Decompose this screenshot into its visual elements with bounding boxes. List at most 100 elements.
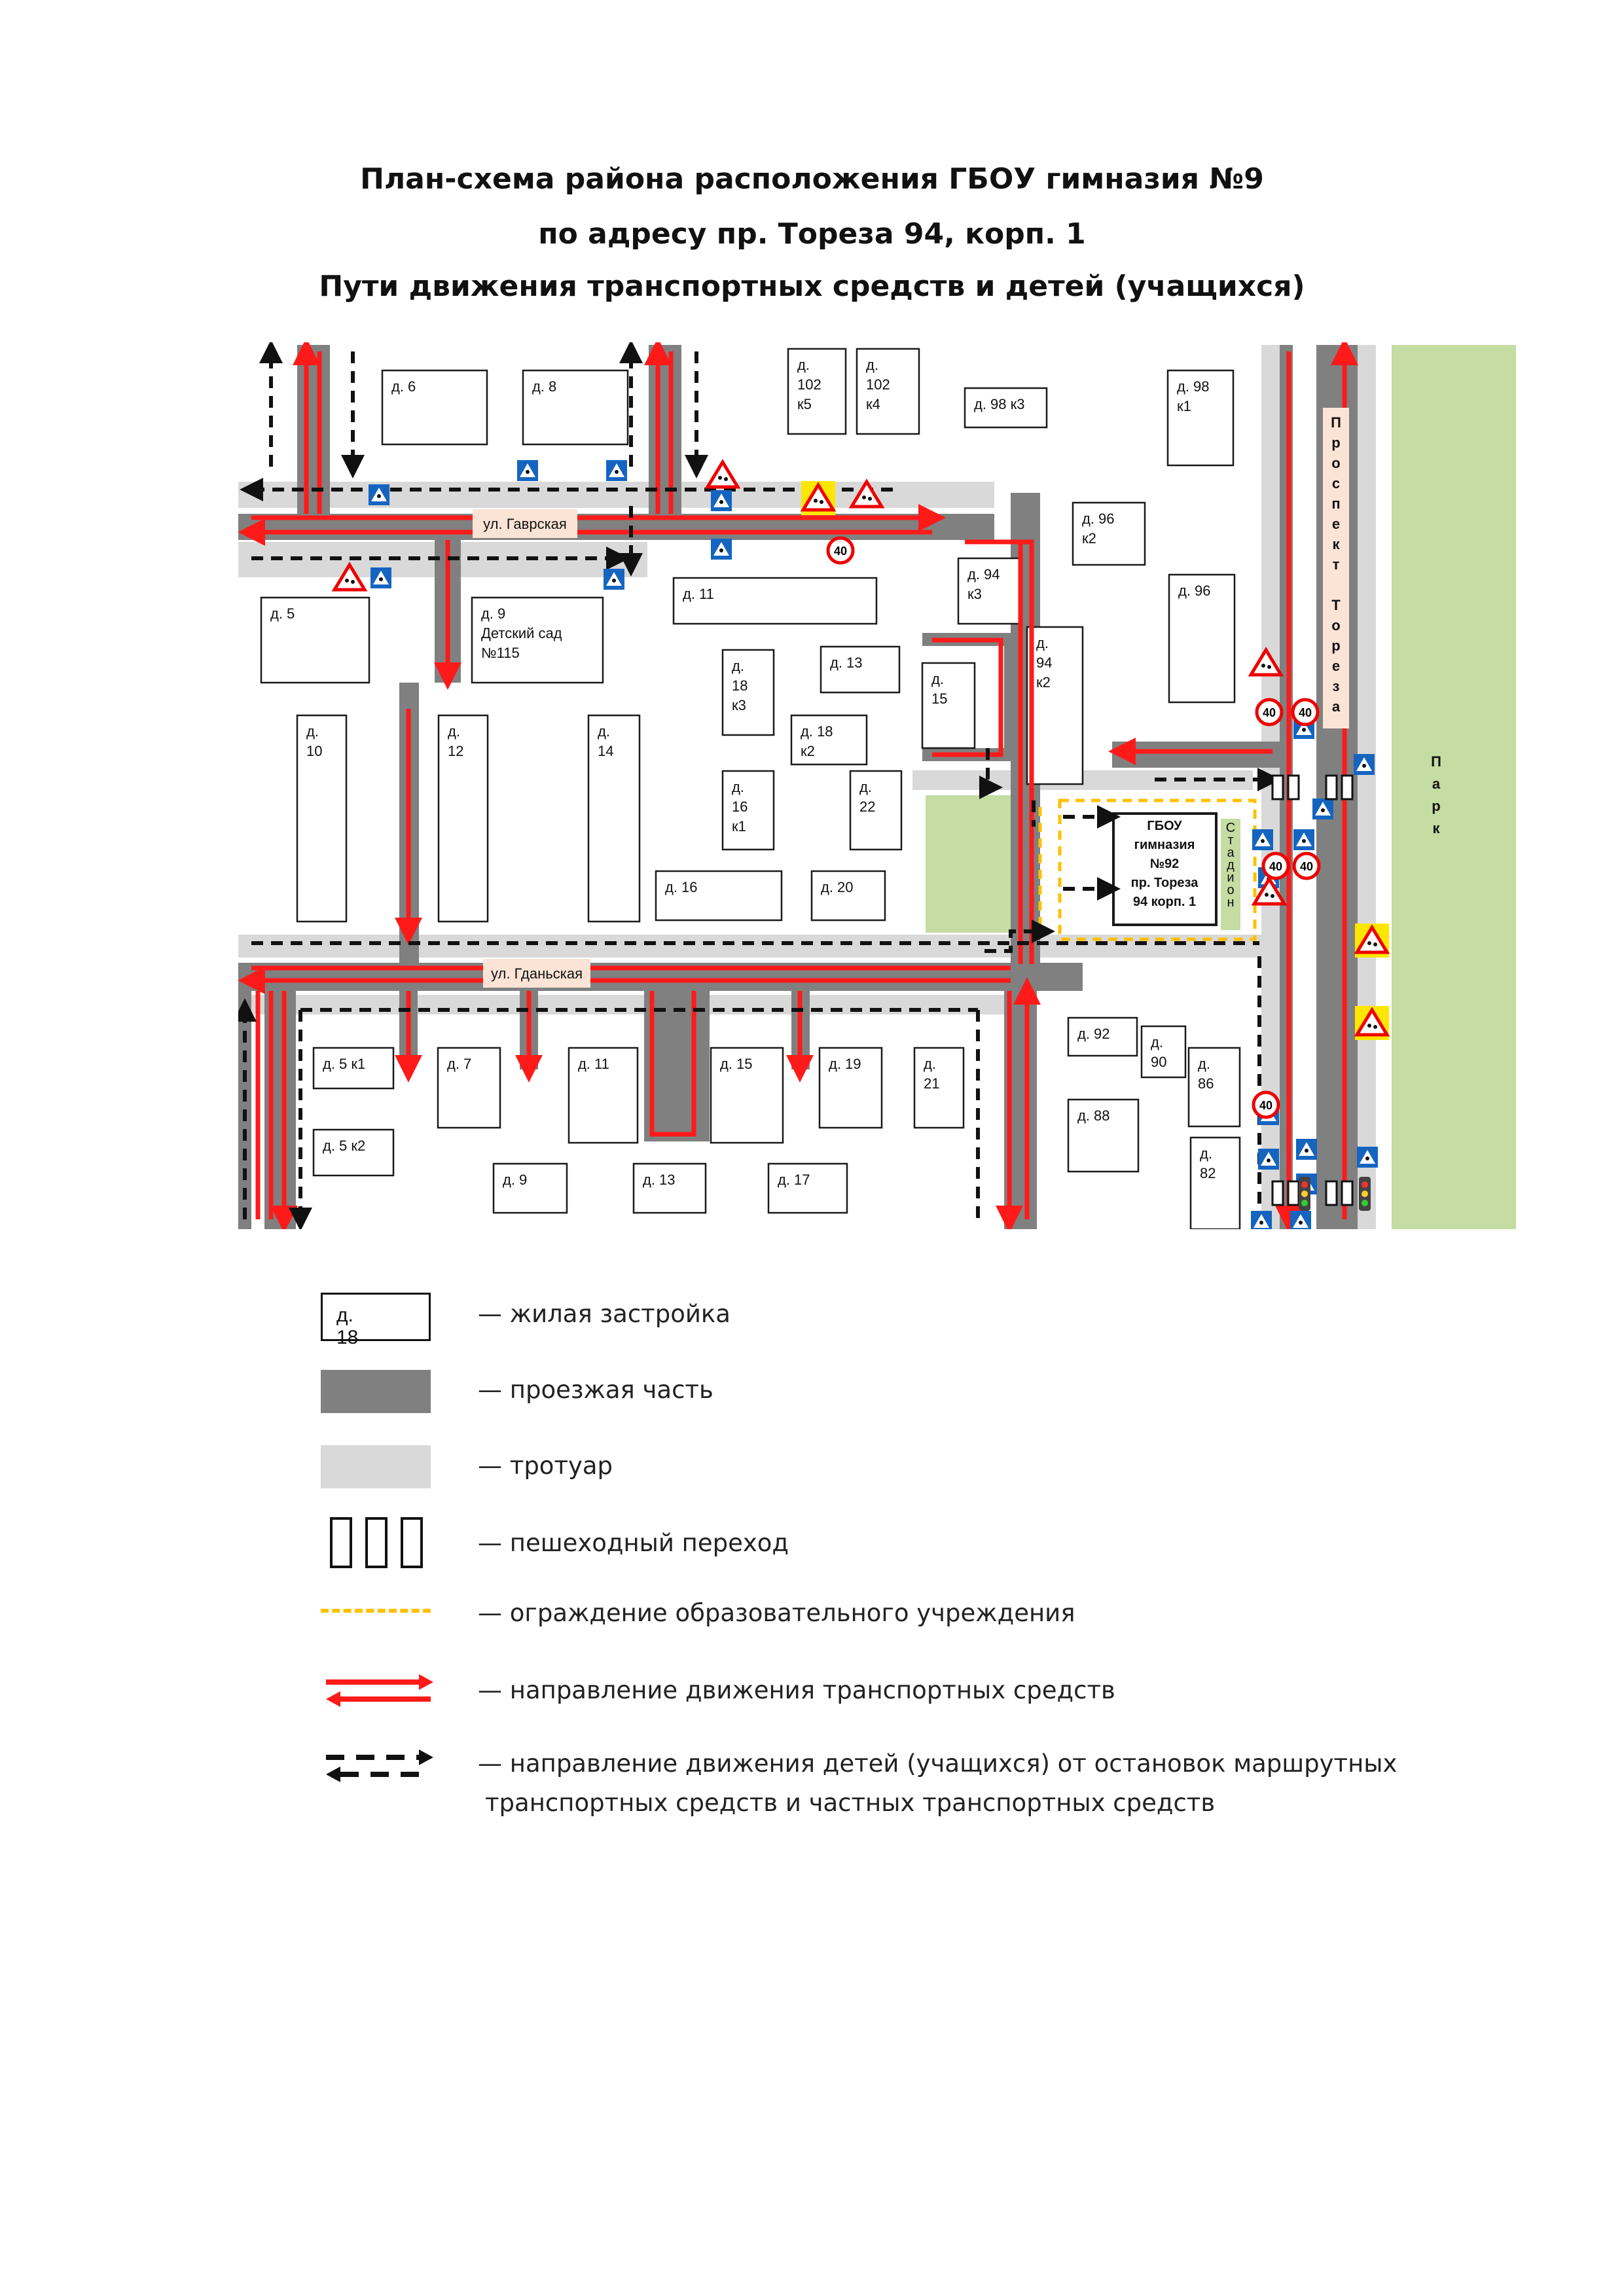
legend-text-child-route-1: — направление движения детей (учащихся) … xyxy=(478,1749,1398,1778)
building-d20: д. 20 xyxy=(810,870,886,922)
building-d21: д.21 xyxy=(913,1047,965,1129)
svg-text:ул. Гданьская: ул. Гданьская xyxy=(491,965,583,982)
legend-text-road: — проезжая часть xyxy=(478,1376,713,1404)
building-d15b: д. 15 xyxy=(710,1047,784,1144)
pedestrian-crossing-icon xyxy=(370,567,391,588)
speed-limit-value: 40 xyxy=(1263,706,1276,719)
building-d5: д. 5 xyxy=(260,596,370,684)
building-label: д. 9 xyxy=(503,1172,527,1188)
speed-limit-value: 40 xyxy=(1299,706,1312,719)
building-label: д. 15 xyxy=(720,1056,753,1072)
building-d6: д. 6 xyxy=(381,369,488,446)
building-d13b: д. 13 xyxy=(632,1162,707,1214)
legend-text-crosswalk: — пешеходный переход xyxy=(478,1529,789,1557)
stadium xyxy=(1221,819,1240,930)
legend-child-arrow-icon xyxy=(326,1749,433,1782)
building-d86: д.86 xyxy=(1187,1047,1241,1128)
building-label: д.14 xyxy=(598,723,613,759)
building-d15a: д.15 xyxy=(921,662,976,749)
building-label: д.90 xyxy=(1151,1034,1166,1070)
building-d5k2: д. 5 к2 xyxy=(312,1128,395,1177)
pedestrian-crossing-icon xyxy=(1290,1211,1311,1229)
pedestrian-crossing-icon xyxy=(1354,754,1375,775)
building-d90: д.90 xyxy=(1140,1025,1187,1079)
building-d88: д. 88 xyxy=(1067,1098,1140,1173)
building-d17: д. 17 xyxy=(767,1162,848,1214)
building-label: д. 6 xyxy=(391,378,416,395)
pedestrian-crossing-icon xyxy=(1293,829,1314,850)
title-line-1: План-схема района расположения ГБОУ гимн… xyxy=(360,162,1264,196)
pedestrian-crossing-icon xyxy=(1296,1139,1317,1160)
children-warning-icon xyxy=(708,462,738,487)
school-fence xyxy=(1058,798,1257,941)
building-label: д. 92 xyxy=(1077,1026,1110,1042)
building-label: д.21 xyxy=(924,1056,939,1092)
building-label: д. 16 xyxy=(665,879,698,895)
pedestrian-crossing-icon xyxy=(1251,1211,1272,1229)
building-label: д. 88 xyxy=(1077,1107,1110,1124)
speed-limit-value: 40 xyxy=(1300,860,1313,873)
pedestrian-crossing-icon xyxy=(711,539,732,560)
pedestrian-crossing-icon xyxy=(604,569,624,590)
building-label: д. 11 xyxy=(683,586,714,602)
building-label: д.22 xyxy=(859,779,875,815)
building-label: д. 19 xyxy=(829,1056,861,1072)
legend-text-vehicle-route: — направление движения транспортных сред… xyxy=(478,1676,1115,1704)
building-label: д.15 xyxy=(931,671,947,707)
building-label: д.12 xyxy=(448,723,463,759)
building-d22: д.22 xyxy=(849,770,903,851)
title-line-3: Пути движения транспортных средств и дет… xyxy=(319,270,1305,303)
speed-limit-value: 40 xyxy=(834,545,847,558)
building-d19: д. 19 xyxy=(818,1047,883,1129)
building-label: д. 7 xyxy=(447,1056,471,1072)
pedestrian-crossing-icon xyxy=(1357,1147,1378,1168)
children-routes xyxy=(238,342,1281,1229)
building-d92: д. 92 xyxy=(1067,1016,1138,1057)
building-d13a: д. 13 xyxy=(820,645,901,694)
school-lawn xyxy=(926,795,1024,933)
building-d14: д.14 xyxy=(587,714,641,923)
pedestrian-crossing-icon xyxy=(369,484,389,505)
building-d5k1: д. 5 к1 xyxy=(312,1047,395,1090)
traffic-light-icon xyxy=(1299,1177,1371,1211)
pedestrian-crossing-icon xyxy=(606,460,627,481)
pedestrian-crossing-icon xyxy=(1312,798,1333,819)
building-d8: д. 8 xyxy=(522,369,629,446)
building-d98k3: д. 98 к3 xyxy=(964,387,1048,429)
building-d10: д.10 xyxy=(296,714,348,923)
building-label: д. 96 xyxy=(1178,583,1211,599)
pedestrian-crossing-icon xyxy=(1258,1149,1279,1170)
building-label: д.10 xyxy=(306,723,322,759)
vehicle-routes xyxy=(238,342,1358,1229)
building-d96: д. 96 xyxy=(1168,573,1236,704)
building-d12: д.12 xyxy=(437,714,489,923)
building-label: д. 5 к2 xyxy=(323,1138,365,1154)
legend-swatch-child-route xyxy=(321,1746,435,1799)
building-d11a: д. 11 xyxy=(672,577,878,625)
building-label: д.86 xyxy=(1198,1056,1214,1092)
speed-limit-value: 40 xyxy=(1269,860,1282,873)
legend-vehicle-arrow-icon xyxy=(326,1674,433,1707)
building-label: д.82 xyxy=(1200,1145,1216,1181)
